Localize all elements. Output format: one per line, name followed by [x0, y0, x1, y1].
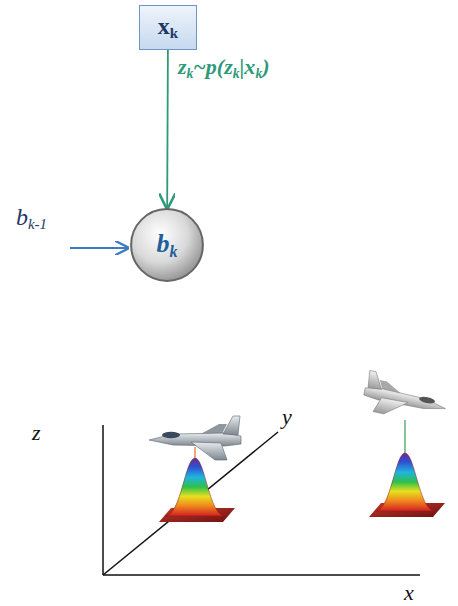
subscript-run: k: [255, 66, 262, 81]
text-run: x: [404, 580, 414, 605]
state-label: xk: [158, 13, 178, 42]
text-run: ~p(z: [193, 54, 232, 79]
axes: [103, 425, 420, 575]
belief-label: bk: [156, 229, 177, 261]
subscript-run: k: [169, 243, 177, 260]
axis-label: y: [282, 404, 292, 430]
text-run: b: [156, 229, 169, 258]
subscript-run: k: [233, 66, 240, 81]
text-run: |x: [240, 54, 256, 79]
text-run: y: [282, 404, 292, 429]
text-run: z: [178, 54, 187, 79]
belief-circle: bk: [130, 208, 204, 282]
axis-label: z: [32, 420, 41, 446]
text-run: z: [32, 420, 41, 445]
measurement-label: zk~p(zk|xk): [178, 54, 270, 82]
text-run: ): [262, 54, 269, 79]
measurement-arrow: [166, 50, 169, 208]
text-run: b: [16, 204, 28, 230]
prior-arrow: [70, 247, 128, 249]
subscript-run: k-1: [28, 216, 47, 232]
subscript-run: k: [170, 25, 178, 41]
state-box: xk: [139, 5, 197, 50]
text-run: x: [158, 13, 170, 39]
prior-belief-label: bk-1: [16, 204, 47, 233]
gaussian-bump: [369, 420, 445, 517]
fighter-jet: [149, 416, 241, 460]
subscript-run: k: [186, 66, 193, 81]
fighter-jet: [361, 370, 450, 426]
axis-label: x: [404, 580, 414, 606]
